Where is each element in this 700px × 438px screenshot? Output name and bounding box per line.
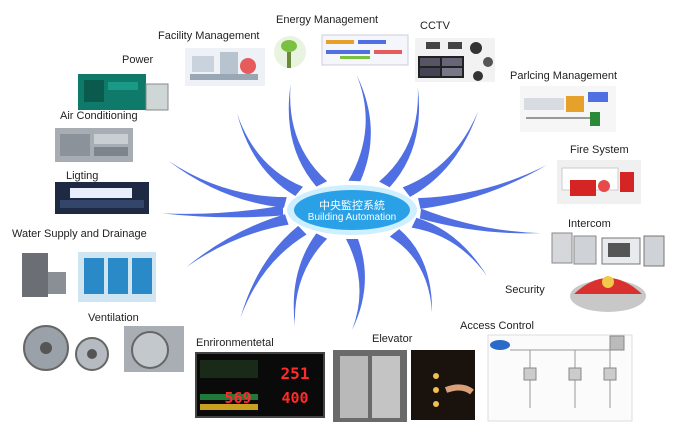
ray-intercom [419,208,541,234]
ray-power [237,113,303,196]
env-reading-top: 251 [281,364,310,383]
label-air-conditioning: Air Conditioning [60,110,138,122]
label-power: Power [122,54,154,66]
ray-energy [348,75,371,182]
cctv-cameras-image [415,38,495,82]
ray-water [186,214,289,267]
ray-fire [417,165,547,209]
parking-management-image [520,86,616,132]
ray-elevator [346,239,365,330]
water-supply-image [22,252,156,302]
environmental-display-panel [195,352,325,418]
label-fire-system: Fire System [570,144,629,156]
label-energy-management: Energy Management [276,14,379,26]
ray-facility [288,84,328,187]
label-elevator: Elevator [372,333,413,345]
label-environmental: Enrironmentetal [196,337,274,349]
hub-title-en: Building Automation [307,212,397,223]
ray-aircon [168,160,287,208]
connector-rays [162,75,547,330]
ray-cctv [379,86,420,188]
intercom-devices-image [551,232,665,267]
security-image [570,276,646,312]
label-lighting: Ligting [66,170,99,182]
label-access-control: Access Control [460,320,534,332]
label-facility-management: Facility Management [158,30,260,42]
label-intercom: Intercom [568,218,611,230]
ray-access [389,229,433,313]
ray-environmental [293,233,328,327]
ray-lighting [162,205,284,218]
label-security: Security [505,284,545,296]
air-conditioning-image [55,128,133,162]
label-water-supply-drainage: Water Supply and Drainage [12,228,147,240]
env-reading-left: 569 [224,389,251,407]
ray-security [411,217,487,276]
ventilation-fans-image [23,325,184,372]
hub-title-cn: 中央監控系統 [319,200,385,212]
label-ventilation: Ventilation [88,312,139,324]
env-reading-right: 400 [281,389,308,407]
access-control-image [487,334,633,422]
elevator-image [333,350,475,422]
label-parking-management: Parlcing Management [510,70,618,82]
energy-management-image [274,34,409,68]
facility-management-image [185,48,265,86]
ray-ventilation [240,225,307,318]
hub-ellipse [294,190,410,230]
fire-system-image [557,160,641,204]
label-cctv: CCTV [420,20,450,32]
power-generator-image [78,74,169,111]
ray-parking [402,111,479,197]
lighting-image [55,182,149,214]
